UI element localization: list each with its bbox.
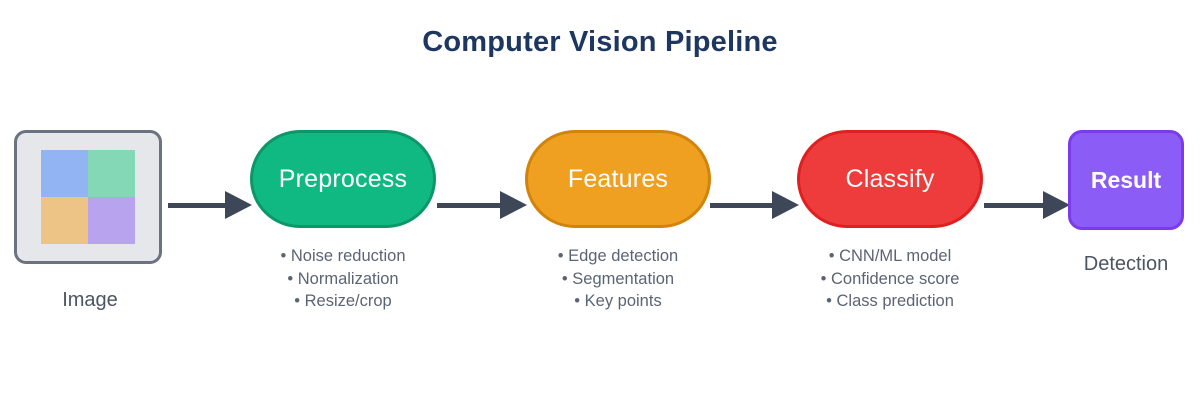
arrow-line [168, 202, 225, 208]
stage-pill-preprocess[interactable]: Preprocess [250, 130, 436, 228]
stage-label-features: Features [567, 164, 669, 193]
arrow-line [437, 202, 500, 208]
stage-pill-classify[interactable]: Classify [797, 130, 983, 228]
stage-label-preprocess: Preprocess [278, 164, 408, 193]
image-thumbnail-frame [14, 130, 162, 264]
arrow-line [984, 202, 1043, 208]
stage-bullets-preprocess: • Noise reduction • Normalization • Resi… [250, 245, 436, 313]
image-node-label: Image [62, 289, 118, 311]
stage-bullets-classify: • CNN/ML model • Confidence score • Clas… [797, 245, 983, 313]
image-thumbnail-grid [41, 150, 135, 244]
arrow-line [710, 202, 772, 208]
stage-bullets-features: • Edge detection • Segmentation • Key po… [525, 245, 711, 313]
result-label: Result [1090, 166, 1162, 193]
bullet-item: • Segmentation [561, 269, 675, 288]
thumb-cell-orange [41, 197, 88, 244]
bullet-item: • Confidence score [820, 269, 960, 288]
arrow-head-icon [500, 191, 527, 219]
pipeline-node-image[interactable]: Image [14, 130, 166, 360]
arrow-preprocess-to-features [437, 191, 527, 219]
bullet-item: • Class prediction [826, 292, 954, 310]
arrow-classify-to-result [984, 191, 1070, 219]
arrow-image-to-preprocess [168, 191, 252, 219]
arrow-head-icon [225, 191, 252, 219]
arrow-head-icon [772, 191, 799, 219]
bullet-item: • Resize/crop [294, 292, 392, 310]
bullet-item: • Key points [574, 292, 662, 310]
arrow-head-icon [1043, 191, 1070, 219]
stage-pill-features[interactable]: Features [525, 130, 711, 228]
pipeline-node-result[interactable]: Result Detection [1068, 130, 1184, 360]
pipeline-stage-classify[interactable]: Classify • CNN/ML model • Confidence sco… [797, 130, 983, 360]
bullet-item: • Edge detection [557, 247, 679, 265]
result-box[interactable]: Result [1068, 130, 1184, 230]
pipeline-stage-preprocess[interactable]: Preprocess • Noise reduction • Normaliza… [250, 130, 436, 360]
pipeline-flow: Image Preprocess • Noise reduction • Nor… [0, 130, 1200, 360]
pipeline-stage-features[interactable]: Features • Edge detection • Segmentation… [525, 130, 711, 360]
bullet-item: • CNN/ML model [828, 247, 952, 265]
thumb-cell-blue [41, 150, 88, 197]
bullet-item: • Noise reduction [280, 247, 406, 265]
arrow-features-to-classify [710, 191, 799, 219]
page-title: Computer Vision Pipeline [422, 26, 778, 58]
thumb-cell-green [88, 150, 135, 197]
thumb-cell-purple [88, 197, 135, 244]
stage-label-classify: Classify [845, 164, 935, 193]
bullet-item: • Normalization [287, 269, 399, 288]
result-caption: Detection [1083, 253, 1169, 275]
